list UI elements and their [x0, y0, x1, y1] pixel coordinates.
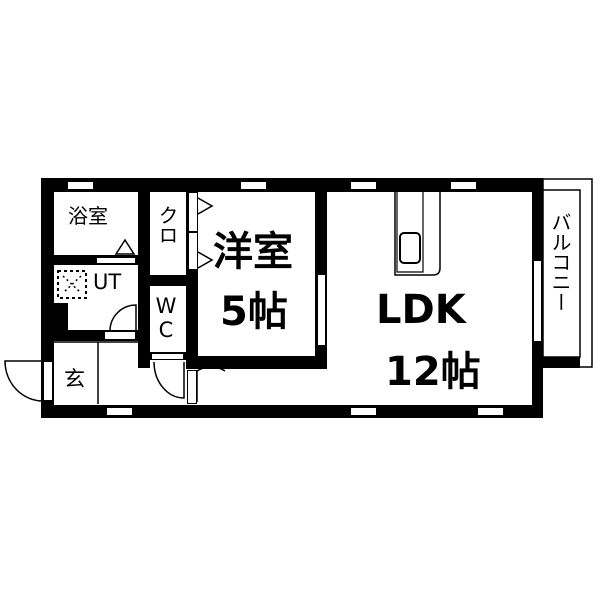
- wall-closet-toilet: [150, 275, 186, 286]
- outer-wall-left: [41, 178, 54, 418]
- sliding-door-western-ldk[interactable]: [317, 274, 326, 346]
- closet-door-2[interactable]: [188, 232, 198, 270]
- room-label-closet: クロ: [155, 205, 179, 245]
- room-label-western: 洋室: [213, 229, 293, 275]
- room-label-toilet: WC: [154, 294, 178, 342]
- wall-utility-left-thick: [54, 303, 68, 341]
- window-top-western: [240, 181, 267, 190]
- window-top-bath: [67, 181, 94, 190]
- room-size-western: 5帖: [220, 289, 288, 335]
- entrance-door-frame[interactable]: [43, 361, 53, 401]
- closet-door-1[interactable]: [188, 192, 198, 232]
- window-bottom-entrance: [106, 407, 133, 416]
- room-label-ldk: LDK: [376, 287, 466, 333]
- utility-door-frame[interactable]: [104, 331, 136, 340]
- room-size-ldk: 12帖: [385, 349, 481, 395]
- sliding-door-ldk-balcony[interactable]: [533, 260, 542, 342]
- room-label-entrance: 玄: [64, 367, 85, 391]
- wall-bath-closet: [138, 178, 150, 368]
- window-bottom-ldk-2: [477, 407, 504, 416]
- outer-wall-top: [41, 178, 543, 192]
- wall-western-bottom: [186, 356, 327, 369]
- window-top-ldk-2: [450, 181, 477, 190]
- room-label-balcony: バルコニー: [548, 212, 572, 312]
- bath-door[interactable]: [96, 257, 136, 264]
- room-label-bath: 浴室: [68, 204, 108, 228]
- window-bottom-ldk-1: [350, 407, 377, 416]
- outer-wall-bottom: [41, 405, 543, 418]
- room-label-utility: UT: [93, 270, 122, 294]
- window-top-ldk-1: [350, 181, 377, 190]
- toilet-door-frame[interactable]: [151, 353, 184, 360]
- wall-utility-bottom: [54, 330, 138, 341]
